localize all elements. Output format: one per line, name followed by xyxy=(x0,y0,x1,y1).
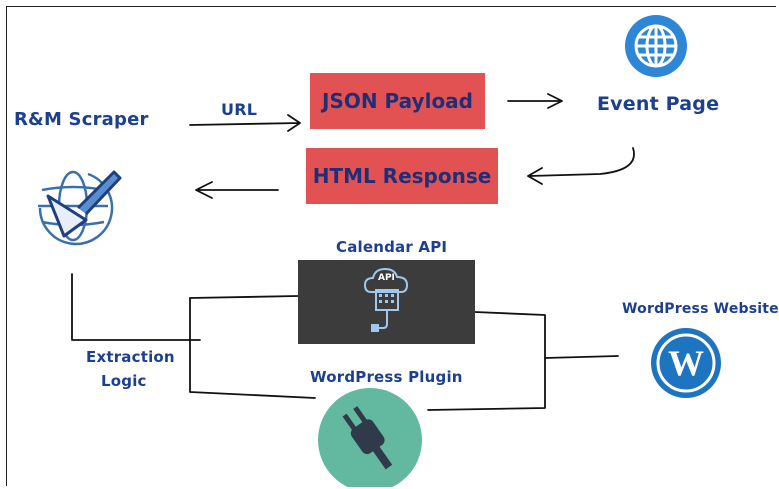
html-response-box: HTML Response xyxy=(306,148,498,204)
response-return-line xyxy=(527,147,635,185)
wp-plugin-label: WordPress Plugin xyxy=(310,368,463,386)
wordpress-logo-icon: W xyxy=(651,328,721,398)
api-cloud-icon xyxy=(363,267,409,332)
api-badge: API xyxy=(378,273,395,283)
scraper-label: R&M Scraper xyxy=(14,109,149,130)
calendar-api-box: API xyxy=(298,260,475,344)
json-payload-box: JSON Payload xyxy=(310,73,485,129)
event-page-label: Event Page xyxy=(597,93,720,115)
bracket-to-website xyxy=(544,355,619,359)
extraction-label-line2: Logic xyxy=(101,372,147,390)
api-to-right-bracket xyxy=(427,311,546,411)
svg-text:W: W xyxy=(668,343,704,383)
extraction-label-line1: Extraction xyxy=(86,348,175,366)
fork-to-api xyxy=(189,295,299,299)
calendar-api-label: Calendar API xyxy=(336,238,448,256)
response-arrow xyxy=(195,181,279,199)
globe-icon xyxy=(625,15,687,77)
extraction-left-bracket xyxy=(71,273,201,341)
url-arrow xyxy=(189,114,301,132)
extraction-fork xyxy=(189,297,316,399)
plug-icon xyxy=(318,388,422,487)
payload-arrow xyxy=(507,93,563,109)
diagram-frame xyxy=(6,6,776,486)
scraper-globe-icon xyxy=(38,170,122,246)
url-label: URL xyxy=(221,100,258,119)
wp-website-label: WordPress Website xyxy=(622,301,779,317)
